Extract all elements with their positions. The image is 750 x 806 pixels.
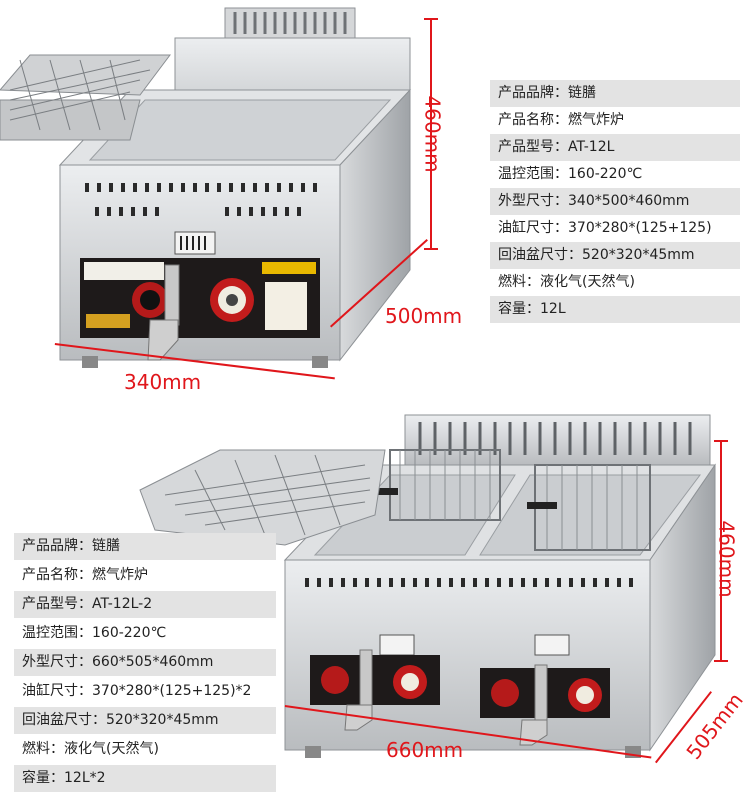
spec-row: 容量：12L: [490, 296, 740, 323]
single-fryer-image: [0, 7, 412, 368]
width-dimension-label: 340mm: [124, 370, 202, 394]
spec-row: 燃料：液化气(天然气): [22, 741, 159, 757]
spec-row: 温控范围：160-220℃: [22, 625, 167, 641]
spec-row: 油缸尺寸：370*280*(125+125): [498, 220, 712, 236]
spec-row: 容量：12L*2: [14, 765, 276, 792]
spec-row: 产品型号：AT-12L-2: [14, 591, 276, 618]
product1-spec-table: 产品品牌：链膳 产品名称：燃气炸炉 产品型号：AT-12L 温控范围：160-2…: [490, 80, 740, 330]
spec-row: 产品名称：燃气炸炉: [22, 567, 148, 583]
spec-row: 温控范围：160-220℃: [498, 166, 643, 182]
height-dimension-label-2: 460mm: [714, 520, 739, 598]
height-dimension-tick-bottom-2: [714, 660, 728, 662]
spec-row: 外型尺寸：660*505*460mm: [14, 649, 276, 676]
depth-dimension-label: 500mm: [385, 304, 463, 328]
height-dimension-tick-bottom: [424, 248, 438, 250]
spec-row: 油缸尺寸：370*280*(125+125)*2: [22, 683, 252, 699]
height-dimension-tick-top-2: [714, 440, 728, 442]
spec-row: 产品品牌：链膳: [490, 80, 740, 107]
double-fryer-image: [139, 414, 716, 758]
height-dimension-line: [430, 18, 432, 250]
spec-row: 回油盆尺寸：520*320*45mm: [14, 707, 276, 734]
spec-row: 产品名称：燃气炸炉: [498, 112, 624, 128]
spec-row: 产品型号：AT-12L: [490, 134, 740, 161]
spec-row: 燃料：液化气(天然气): [498, 274, 635, 290]
height-dimension-label: 460mm: [420, 95, 445, 173]
height-dimension-tick-top: [424, 18, 438, 20]
spec-row: 外型尺寸：340*500*460mm: [490, 188, 740, 215]
product2-spec-table: 产品品牌：链膳 产品名称：燃气炸炉 产品型号：AT-12L-2 温控范围：160…: [14, 533, 276, 792]
width-dimension-label-2: 660mm: [386, 738, 464, 762]
spec-row: 产品品牌：链膳: [14, 533, 276, 560]
spec-row: 回油盆尺寸：520*320*45mm: [490, 242, 740, 269]
height-dimension-line-2: [720, 440, 722, 662]
